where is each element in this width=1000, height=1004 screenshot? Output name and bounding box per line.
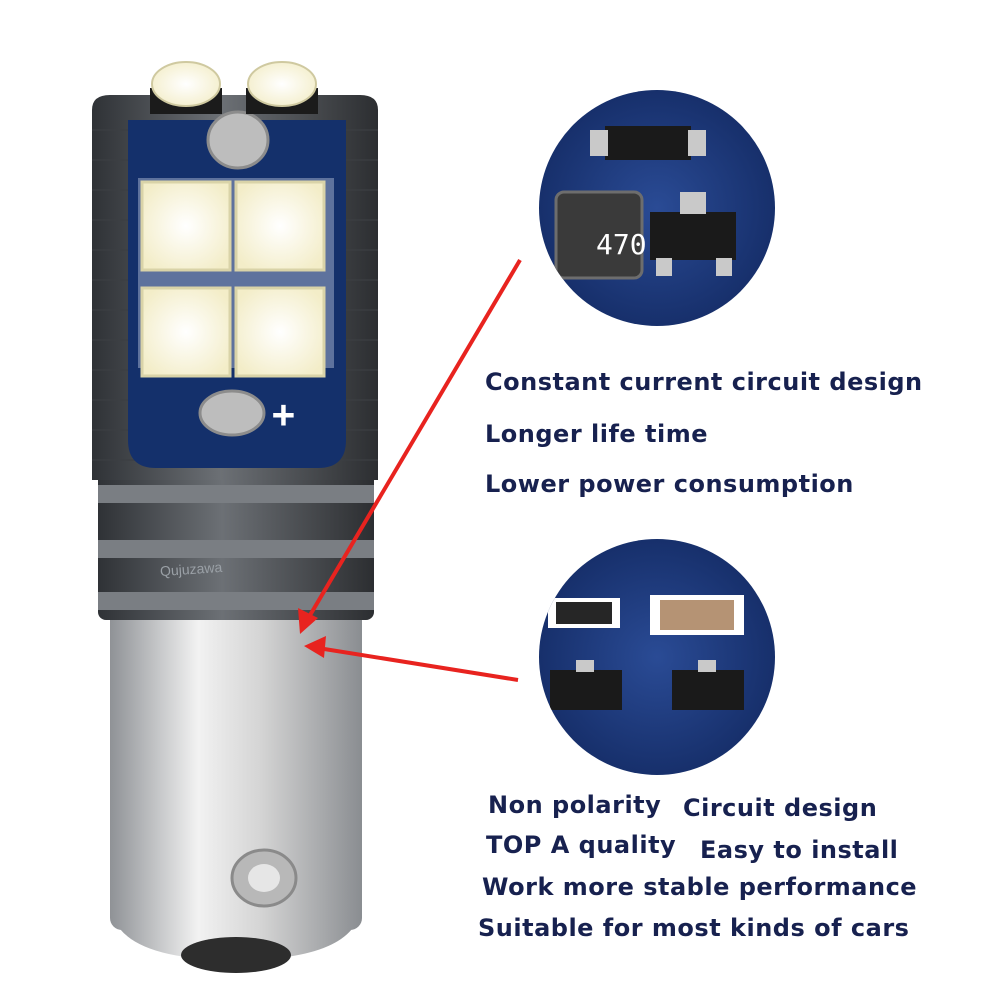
led-chip <box>247 61 317 107</box>
bulb-base <box>110 600 362 973</box>
feature-top-quality: TOP A quality <box>486 831 677 859</box>
led-board <box>128 61 346 468</box>
feature-lower-power: Lower power consumption <box>485 470 854 498</box>
component-inductor <box>554 190 644 280</box>
detail-circle-bottom <box>539 539 775 775</box>
solder-pad <box>198 389 266 437</box>
component-diode <box>605 126 691 160</box>
feature-circuit-design: Circuit design <box>683 794 878 822</box>
feature-non-polarity: Non polarity <box>488 791 662 819</box>
led-chip <box>140 286 232 378</box>
feature-easy-install: Easy to install <box>700 836 899 864</box>
component-transistor <box>550 670 622 710</box>
feature-stable-performance: Work more stable performance <box>482 873 918 901</box>
component-transistor <box>672 670 744 710</box>
pointer-arrows <box>298 258 522 682</box>
feature-suitable-cars: Suitable for most kinds of cars <box>478 914 910 942</box>
feature-longer-life: Longer life time <box>485 420 709 448</box>
solder-pad <box>206 110 270 170</box>
led-chip <box>151 61 221 107</box>
component-ic <box>650 212 736 260</box>
led-chip <box>234 180 326 272</box>
led-chip <box>140 180 232 272</box>
heatsink-collar <box>98 470 374 620</box>
led-chip <box>234 286 326 378</box>
detail-circle-top <box>539 90 775 326</box>
feature-constant-current: Constant current circuit design <box>485 368 923 396</box>
